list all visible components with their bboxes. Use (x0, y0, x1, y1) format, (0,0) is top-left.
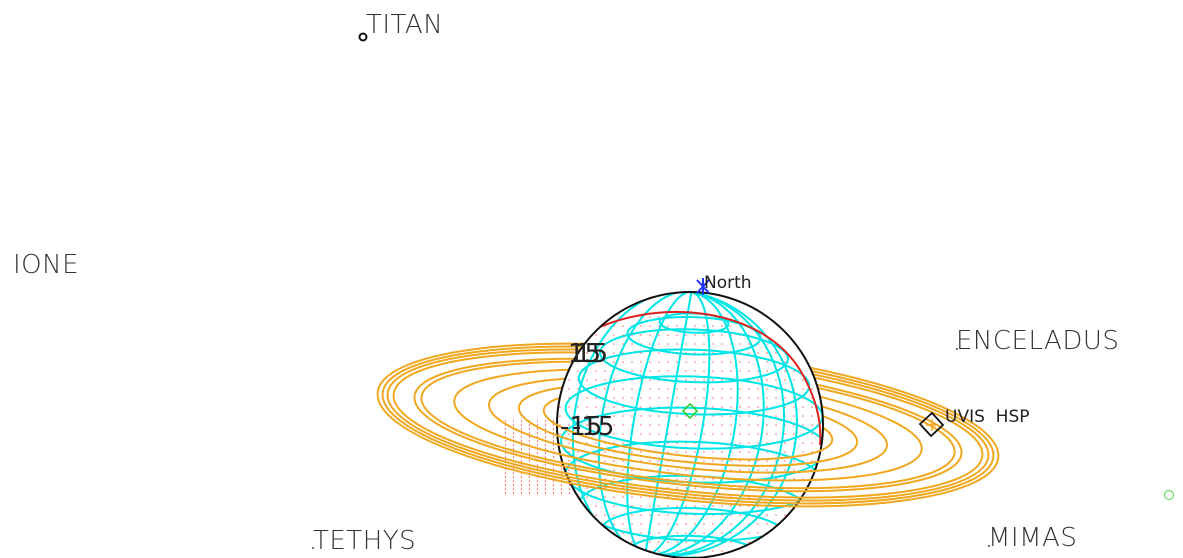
moon-label-enceladus: ENCELADUS (956, 326, 1119, 356)
latitude-label-minus: -15 -15 (560, 412, 614, 442)
moon-titan: TITAN (358, 10, 443, 42)
moon-label-ione: IONE (13, 250, 79, 280)
terminator-line (577, 310, 822, 446)
meridian-line (645, 292, 786, 557)
ring-arc-front (420, 396, 956, 490)
ring-arc-front (488, 403, 888, 474)
moon-tethys: TETHYS (312, 526, 416, 556)
meridian-line (645, 292, 798, 557)
moon-label-titan: TITAN (366, 10, 443, 40)
latitude-label-plus: 15 15 (568, 339, 608, 369)
ring-arc-front (386, 393, 990, 502)
moon-ione: IONE (13, 250, 79, 280)
ring-arc-front (376, 392, 1000, 508)
uvis-hsp-marker (918, 411, 945, 438)
north-label: North (704, 273, 752, 293)
svg-text:-15: -15 (572, 412, 614, 442)
moon-enceladus: ENCELADUS (956, 326, 1119, 356)
small-green-moon-marker (1163, 489, 1175, 501)
moon-label-mimas: MIMAS (988, 523, 1077, 553)
ring-arc-front (381, 392, 995, 505)
ring-arc-front (542, 409, 834, 461)
rings-front (376, 392, 1000, 508)
meridian-line (645, 292, 765, 557)
moon-mimas: MIMAS (988, 523, 1077, 553)
meridian-line (597, 292, 692, 556)
ring-arc-front (453, 400, 923, 482)
parallel-line (599, 328, 789, 384)
svg-text:-15: -15 (560, 412, 602, 442)
svg-text:15: 15 (568, 339, 601, 369)
subpoint-marker (681, 402, 699, 420)
meridian-line (645, 292, 739, 556)
meridian-line (626, 292, 692, 556)
north-pole-marker (696, 278, 710, 295)
svg-text:15: 15 (575, 339, 608, 369)
moon-label-tethys: TETHYS (313, 526, 416, 556)
instrument-label: UVIS HSP (945, 407, 1030, 427)
ring-arc-front (517, 407, 859, 467)
meridian-line (645, 292, 711, 556)
ring-arc-front (392, 393, 984, 499)
ring-arc-front (413, 396, 963, 493)
parallel-line (626, 315, 762, 356)
